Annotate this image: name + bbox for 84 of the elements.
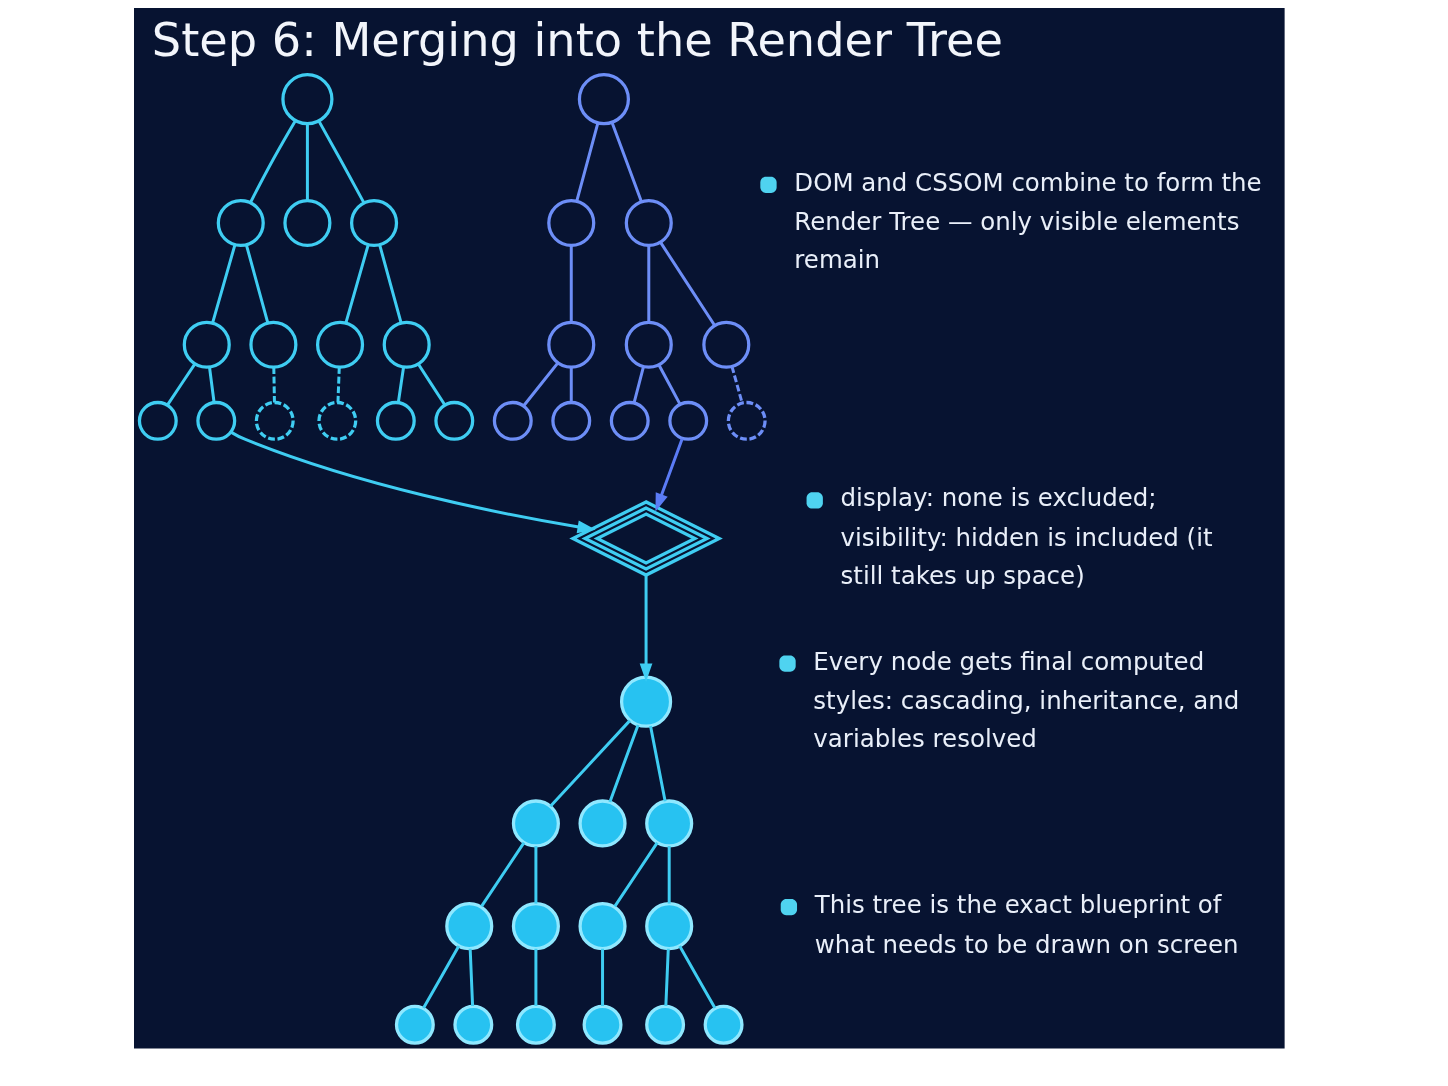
- node-circle: [511, 799, 560, 848]
- label: display: none is excluded; visibility: hidden is included (it still takes up space): [840, 483, 1213, 590]
- connector: [730, 366, 744, 404]
- node-circle: [254, 400, 295, 441]
- connector: [344, 244, 370, 324]
- arrow: [655, 438, 684, 512]
- node-circle: [434, 400, 475, 441]
- connector: [417, 363, 447, 406]
- node-circle: [375, 400, 416, 441]
- node-circle: [547, 320, 596, 369]
- node-circle: [249, 320, 298, 369]
- connector: [522, 362, 559, 407]
- node-circle: [668, 400, 709, 441]
- connector: [575, 122, 600, 202]
- connector: [613, 841, 659, 908]
- node-circle: [515, 1004, 556, 1045]
- connector: [549, 719, 631, 808]
- node-circle: [350, 198, 399, 248]
- node-circle: [281, 73, 334, 126]
- connector: [534, 846, 538, 904]
- connector: [480, 841, 526, 908]
- connector: [569, 367, 573, 403]
- node-circle: [137, 400, 178, 441]
- connector: [422, 945, 461, 1009]
- node-circle: [702, 320, 751, 369]
- node-circle: [609, 400, 650, 441]
- connector: [166, 363, 197, 406]
- connector: [608, 724, 640, 803]
- node-circle: [316, 320, 365, 369]
- diagram-title: Step 6: Merging into the Render Tree: [151, 12, 1003, 67]
- node-circle: [582, 1004, 623, 1045]
- node-circle: [726, 400, 767, 441]
- connector: [647, 245, 651, 323]
- node-circle: [578, 799, 627, 848]
- connector: [305, 123, 309, 201]
- node-circle: [216, 198, 265, 248]
- node-circle: [703, 1004, 744, 1045]
- node-layers: [569, 500, 723, 577]
- node-circle: [547, 198, 596, 248]
- node-circle: [445, 902, 494, 951]
- connector: [601, 948, 605, 1006]
- node-circle: [645, 799, 694, 848]
- node-circle: [511, 902, 560, 951]
- connector: [534, 948, 538, 1006]
- connector: [378, 244, 403, 324]
- connector: [317, 120, 365, 204]
- node-circle: [645, 902, 694, 951]
- connector: [569, 245, 573, 323]
- node-circle: [624, 198, 673, 248]
- node-circle: [283, 198, 332, 248]
- connector: [649, 725, 667, 802]
- connector: [208, 367, 216, 403]
- node-circle: [619, 675, 673, 728]
- node-circle: [645, 1004, 686, 1045]
- connector: [396, 367, 406, 403]
- connector: [272, 367, 276, 403]
- connector: [211, 244, 237, 324]
- node-circle: [394, 1004, 435, 1045]
- node-circle: [492, 400, 533, 441]
- node-circle: [453, 1004, 494, 1045]
- connector: [245, 244, 270, 324]
- connector: [632, 366, 645, 403]
- label: Every node gets final computed styles: cascading, inheritance, and variables resolved: [813, 646, 1240, 754]
- connector: [678, 945, 717, 1009]
- node-circle: [551, 400, 592, 441]
- connector: [659, 241, 716, 327]
- node-circle: [578, 902, 627, 951]
- connector: [610, 122, 643, 203]
- label: DOM and CSSOM combine to form the Render Tree — only visible elements remain: [794, 167, 1262, 275]
- connector: [468, 948, 475, 1007]
- connector: [667, 846, 671, 904]
- node-circle: [317, 400, 358, 441]
- node-circle: [624, 320, 673, 369]
- arrow: [230, 430, 596, 534]
- node-circle: [382, 320, 431, 369]
- connector: [657, 364, 682, 406]
- node-circle: [577, 73, 630, 126]
- connector: [336, 367, 341, 403]
- node-circle: [182, 320, 231, 369]
- label: This tree is the exact blueprint of what needs to be drawn on screen: [814, 890, 1239, 959]
- connector: [664, 948, 670, 1007]
- node-circle: [196, 400, 237, 441]
- connector: [249, 120, 297, 203]
- arrow: [639, 575, 653, 682]
